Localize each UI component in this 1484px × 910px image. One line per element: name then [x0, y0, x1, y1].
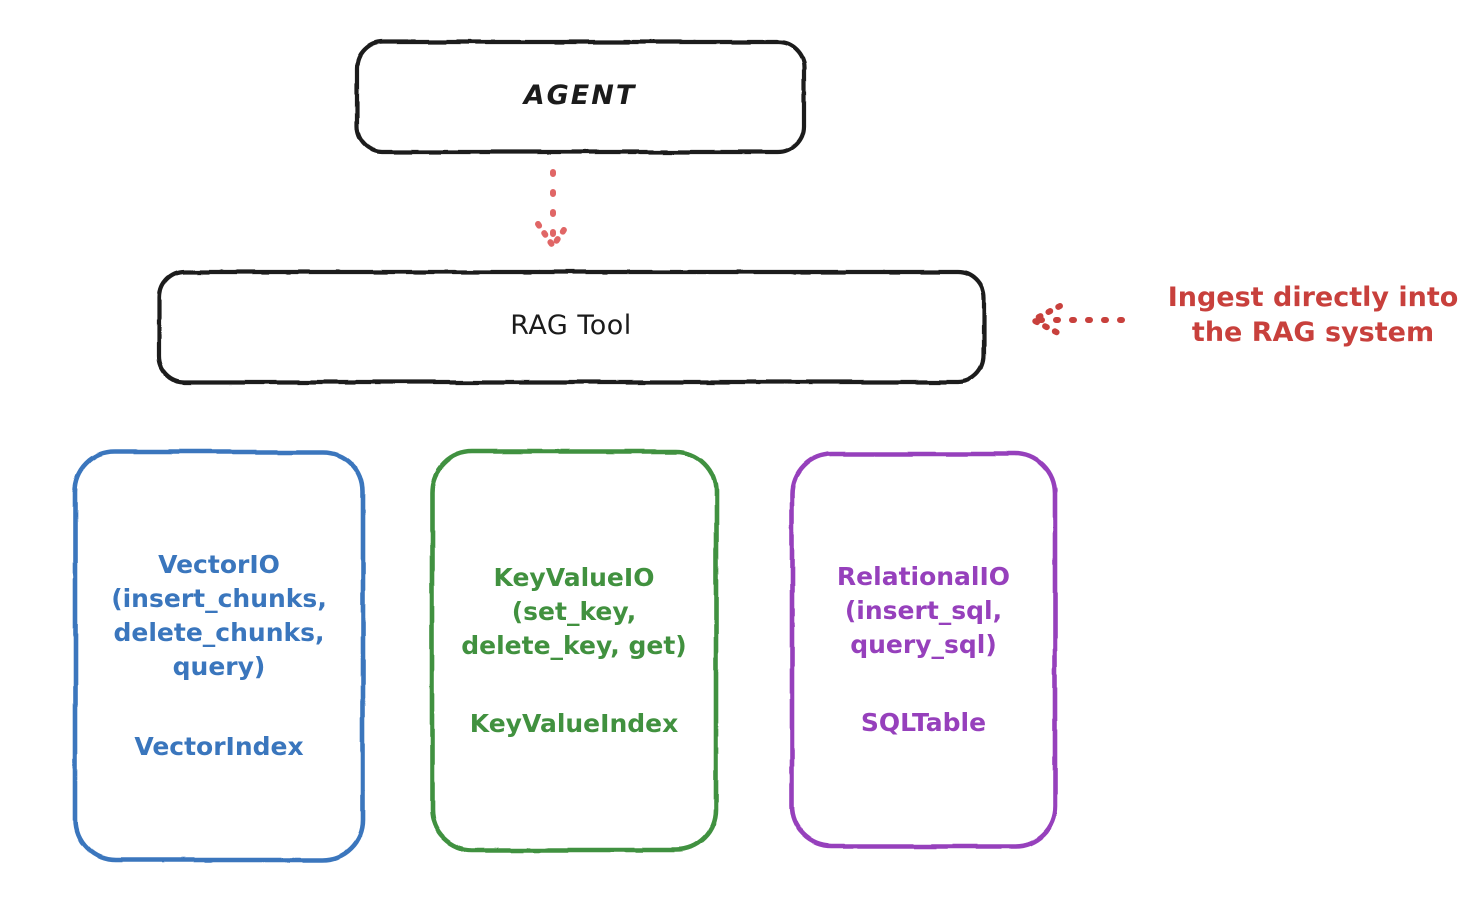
relational-io-interface-label: RelationalIO (insert_sql, query_sql)	[836, 562, 1011, 660]
vector-io-interface-label: VectorIO (insert_chunks, delete_chunks, …	[111, 550, 327, 682]
relational-io-node[interactable]: RelationalIO (insert_sql, query_sql) SQL…	[790, 452, 1057, 848]
vector-index-label: VectorIndex	[134, 732, 304, 762]
agent-to-rag-tool-arrow	[535, 169, 571, 249]
ingest-annotation-label: Ingest directly into the RAG system	[1167, 282, 1459, 348]
vector-io-node[interactable]: VectorIO (insert_chunks, delete_chunks, …	[73, 450, 365, 862]
key-value-io-interface-label: KeyValueIO (set_key, delete_key, get)	[461, 563, 687, 661]
ingest-arrow	[1030, 303, 1136, 337]
rag-tool-node[interactable]: RAG Tool	[157, 270, 985, 383]
agent-node[interactable]: AGENT	[355, 40, 805, 153]
rag-tool-label: RAG Tool	[510, 310, 632, 342]
sql-table-label: SQLTable	[860, 708, 987, 738]
key-value-io-node[interactable]: KeyValueIO (set_key, delete_key, get) Ke…	[430, 450, 718, 852]
agent-label: AGENT	[523, 80, 637, 112]
key-value-index-label: KeyValueIndex	[469, 709, 679, 739]
